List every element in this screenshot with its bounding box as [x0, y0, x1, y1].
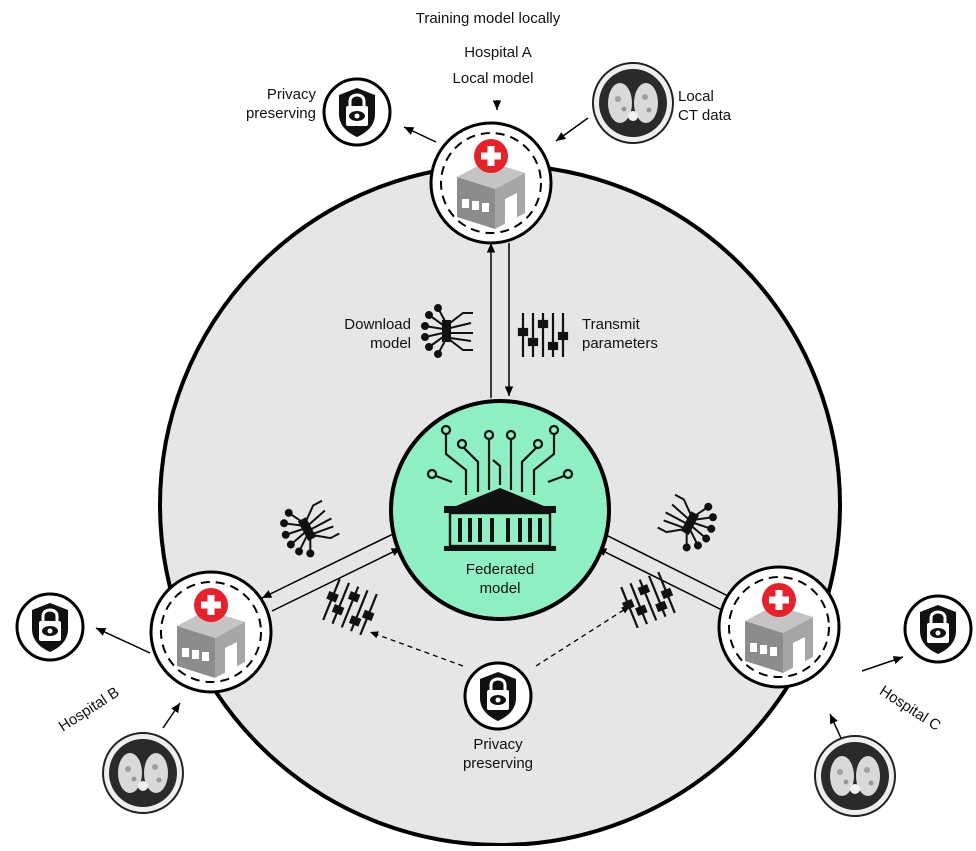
- privacy-bottom-line-1: Privacy: [473, 736, 523, 753]
- privacy-shield-icon-right: [903, 594, 973, 664]
- transmit-line-2: parameters: [582, 335, 658, 352]
- hospital-b-icon: [149, 570, 273, 694]
- privacy-line-2: preserving: [245, 105, 316, 122]
- privacy-shield-icon-top: [322, 77, 392, 147]
- ct-scan-icon-top: [592, 62, 674, 144]
- transmit-line-1: Transmit: [582, 316, 640, 333]
- download-line-1: Download: [344, 316, 411, 333]
- federated-model-label: Federated model: [440, 560, 560, 598]
- local-model-label: Local model: [452, 70, 534, 87]
- connection-arrows: [95, 100, 904, 739]
- training-model-locally-label: Training model locally: [415, 10, 561, 27]
- download-model-label: Download model: [310, 315, 411, 353]
- download-line-2: model: [370, 335, 411, 352]
- local-ct-line-1: Local: [678, 88, 714, 105]
- transmit-parameters-label: Transmit parameters: [582, 315, 702, 353]
- hospital-a-icon: [429, 121, 553, 245]
- local-ct-data-label: Local CT data: [678, 87, 778, 125]
- local-ct-line-2: CT data: [678, 107, 732, 124]
- privacy-line-1: Privacy: [266, 86, 316, 103]
- privacy-shield-icon-left: [15, 592, 85, 662]
- federated-line-1: Federated: [465, 561, 535, 578]
- hospital-c-icon: [717, 565, 841, 689]
- federated-line-2: model: [479, 580, 521, 597]
- privacy-preserving-top-label: Privacy preserving: [206, 85, 316, 123]
- ct-scan-icon-right: [814, 735, 896, 817]
- ct-scan-icon-left: [102, 732, 184, 814]
- privacy-preserving-bottom-label: Privacy preserving: [438, 735, 558, 773]
- privacy-shield-icon-bottom: [463, 661, 533, 731]
- federated-server-icon: [389, 399, 611, 621]
- privacy-dashed-arrows: [369, 605, 631, 667]
- hospital-a-label: Hospital A: [464, 44, 532, 61]
- privacy-bottom-line-2: preserving: [462, 755, 534, 772]
